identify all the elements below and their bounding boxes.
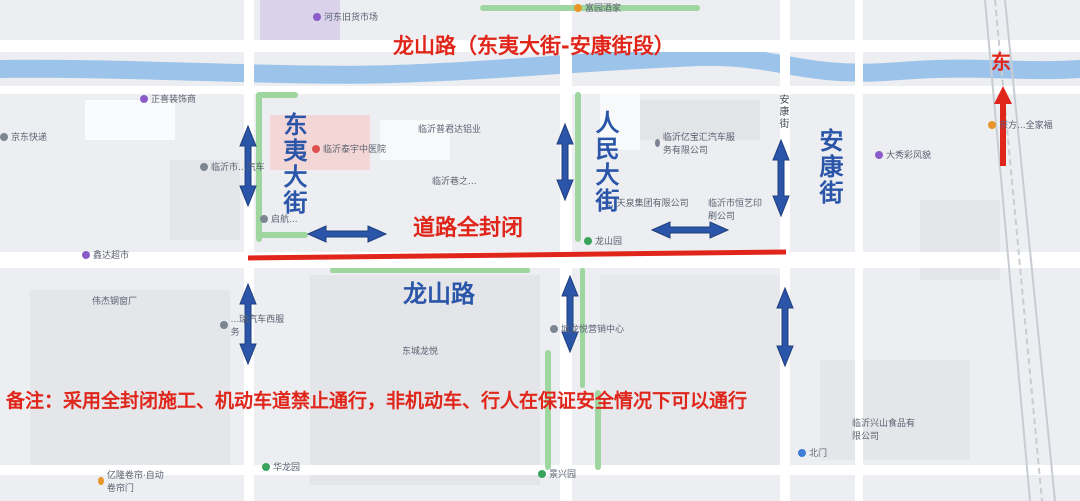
poi-pin-icon [140, 94, 148, 103]
poi[interactable]: ...瑞汽车西服务 [220, 312, 290, 338]
poi[interactable]: 临沂泰宇中医院 [312, 142, 386, 155]
road-label-ankang: 安康街 [815, 128, 843, 206]
closure-line [247, 249, 787, 261]
poi-pin-icon [875, 150, 883, 159]
poi-pin-icon [82, 250, 90, 259]
poi[interactable]: 临沂市恒艺印刷公司 [708, 199, 763, 222]
poi[interactable]: 城龙悦营销中心 [550, 322, 624, 335]
poi[interactable]: 华龙园 [262, 460, 300, 473]
poi[interactable]: 启航... [260, 212, 298, 225]
poi[interactable]: 临沂亿宝汇汽车服务有限公司 [655, 130, 735, 156]
poi[interactable]: 京东快递 [0, 130, 47, 143]
poi-pin-icon [200, 162, 208, 171]
poi[interactable]: 大秀彩风貌 [875, 148, 931, 161]
poi[interactable]: 临沂市...汽车 [200, 160, 265, 173]
poi-pin-icon [584, 236, 592, 245]
poi-pin-icon [262, 462, 270, 471]
closure-label: 道路全封闭 [413, 216, 524, 241]
poi-pin-icon [538, 469, 546, 478]
poi-pin-icon [220, 321, 228, 329]
poi[interactable]: 龙山园 [584, 234, 622, 247]
poi[interactable]: 亿隆卷帘·自动卷帘门 [98, 468, 168, 494]
poi-pin-icon [550, 324, 558, 333]
road-label-dongyi: 东夷大街 [279, 112, 307, 216]
poi[interactable]: 富园酒家 [574, 1, 621, 14]
poi[interactable]: 伟杰钢窗厂 [92, 297, 138, 307]
poi[interactable]: 临沂巷之... [432, 177, 477, 187]
poi[interactable]: 东方...全家福 [988, 118, 1053, 131]
poi[interactable]: ...天泉集团有限公司 [608, 199, 689, 209]
direction-label: 东 [991, 50, 1011, 74]
map-title: 龙山路（东夷大街-安康街段） [393, 34, 675, 58]
poi[interactable]: 临沂普君达铝业 [418, 125, 482, 135]
poi-pin-icon [574, 3, 582, 12]
poi-pin-icon [98, 477, 104, 485]
poi[interactable]: 景兴园 [538, 467, 576, 480]
poi[interactable]: 临沂兴山食品有限公司 [852, 419, 916, 442]
poi-pin-icon [655, 139, 660, 147]
road-label-renmin: 人民大街 [591, 110, 619, 214]
poi-pin-icon [988, 120, 996, 129]
poi[interactable]: 鑫达超市 [82, 248, 129, 261]
road-label-ankang-small: 安康街 [777, 94, 788, 130]
poi-pin-icon [312, 144, 320, 153]
note-text: 备注：采用全封闭施工、机动车道禁止通行，非机动车、行人在保证安全情况下可以通行 [6, 390, 748, 412]
poi-pin-icon [0, 132, 8, 141]
poi[interactable]: 北门 [798, 446, 827, 459]
poi-pin-icon [313, 12, 321, 21]
poi[interactable]: 正喜装饰商 [140, 92, 196, 105]
poi-pin-icon [260, 214, 268, 223]
poi[interactable]: 河东旧货市场 [313, 10, 378, 23]
poi-pin-icon [798, 448, 806, 457]
road-label-longshan: 龙山路 [403, 280, 475, 308]
poi[interactable]: 东城龙悦 [402, 347, 439, 357]
